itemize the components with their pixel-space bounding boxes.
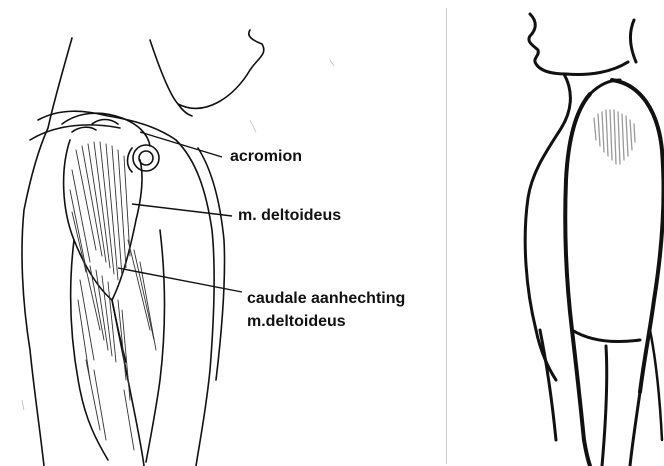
torso-outline [22, 128, 48, 466]
upper-arm-front [565, 94, 590, 466]
shoulder-anatomy-drawing [0, 0, 446, 466]
upper-arm-back [612, 80, 664, 392]
leader-lines [118, 132, 242, 292]
side-silhouette-drawing [446, 0, 664, 466]
head-outline [150, 30, 264, 108]
leader-caudal [118, 268, 242, 292]
leader-deltoid [132, 204, 232, 216]
deltoid-outline [64, 140, 142, 300]
injection-area-shading [594, 110, 635, 164]
label-caudal-insertion-line1: caudale aanhechting [247, 289, 405, 309]
forearm-outline [602, 346, 607, 466]
humeral-head [133, 145, 159, 171]
label-caudal-insertion-line2: m.deltoideus [247, 312, 346, 332]
face-profile [529, 14, 628, 75]
arm-back-outline [176, 140, 214, 466]
label-deltoid: m. deltoideus [238, 206, 341, 226]
label-acromion: acromion [230, 147, 302, 167]
leader-acromion [140, 132, 222, 157]
